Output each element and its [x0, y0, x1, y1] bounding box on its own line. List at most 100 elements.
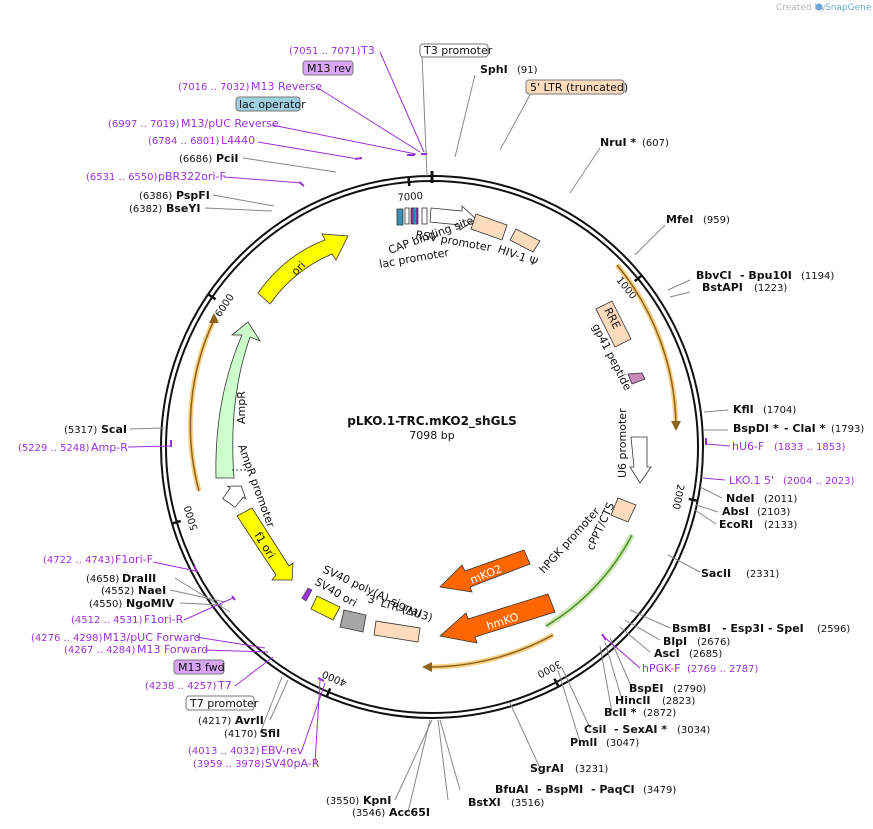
primer-ebv-rev[interactable]: (4013 .. 4032)EBV-rev: [188, 744, 304, 757]
primer-t3[interactable]: (7051 .. 7071)T3: [289, 44, 375, 57]
svg-text:MfeI: MfeI: [666, 213, 693, 226]
boxed-label-m13-rev[interactable]: M13 rev: [302, 60, 354, 76]
svg-text:(3034): (3034): [677, 725, 710, 736]
site-kfli[interactable]: KflI(1704): [733, 403, 796, 416]
tick-mark-3000: [553, 678, 560, 687]
svg-text:(2133): (2133): [764, 520, 797, 531]
svg-text:(5229 .. 5248): (5229 .. 5248): [18, 443, 90, 454]
site-bfuai[interactable]: BfuAI- BspMI- PaqCI(3479): [495, 783, 676, 796]
svg-text:NruI *: NruI *: [600, 136, 636, 149]
site-bstapi[interactable]: BstAPI(1223): [702, 281, 787, 294]
site-blpi[interactable]: BlpI(2676): [663, 635, 730, 648]
boxed-label-t3-promoter[interactable]: T3 promoter: [419, 43, 493, 58]
site-bbvci[interactable]: BbvCI- Bpu10I(1194): [696, 269, 834, 282]
cap-binding-site-box[interactable]: [396, 208, 404, 226]
hmko-arrow[interactable]: [439, 593, 556, 644]
ltr3-box[interactable]: [373, 620, 421, 643]
m13-fwd-small-box: [301, 587, 313, 602]
primer-marks: [170, 153, 707, 682]
svg-text:(5317): (5317): [64, 425, 97, 436]
site-bspei[interactable]: BspEI(2790): [629, 682, 706, 695]
boxed-label-m13-fwd[interactable]: M13 fwd: [173, 659, 225, 675]
svg-text:BfuAI: BfuAI: [495, 783, 529, 796]
site-asci[interactable]: AscI(2685): [654, 647, 722, 660]
site-absi[interactable]: AbsI(2103): [722, 505, 790, 518]
mko2-arrow[interactable]: [439, 549, 531, 593]
site-draiii[interactable]: (4658)DraIII: [86, 572, 156, 585]
f1-ori-arrow[interactable]: [236, 507, 294, 581]
site-sacii[interactable]: SacII(2331): [701, 567, 779, 580]
svg-text:(91): (91): [517, 65, 538, 76]
svg-text:(3546): (3546): [352, 808, 385, 819]
t3-promoter-box[interactable]: [421, 207, 428, 225]
hiv1-psi-box[interactable]: [509, 228, 541, 253]
primer-m13-puc-forward[interactable]: (4276 .. 4298)M13/pUC Forward: [31, 631, 201, 644]
plasmid-length: 7098 bp: [409, 429, 454, 442]
svg-text:(3959 .. 3978): (3959 .. 3978): [193, 759, 265, 770]
primer-m13-forward[interactable]: (4267 .. 4284)M13 Forward: [64, 643, 208, 656]
primer-f1ori-r[interactable]: (4512 .. 4531)F1ori-R: [71, 613, 184, 626]
boxed-label-5ltr[interactable]: 5' LTR (truncated): [525, 79, 628, 95]
rre-box[interactable]: [595, 300, 632, 348]
ori-arrow[interactable]: [257, 233, 349, 305]
u6-promoter-arrow[interactable]: [629, 436, 652, 484]
primer-hu6-f[interactable]: hU6-F(1833 .. 1853): [732, 440, 846, 453]
svg-text:(4170): (4170): [224, 729, 257, 740]
site-bsmbi[interactable]: BsmBI- Esp3I- SpeI(2596): [672, 622, 850, 635]
site-bseyi[interactable]: (6382)BseYI: [129, 202, 200, 215]
primer-pbr322ori-f[interactable]: (6531 .. 6550)pBR322ori-F: [86, 170, 226, 183]
svg-text:M13 Reverse: M13 Reverse: [251, 80, 322, 93]
site-sfii[interactable]: (4170)SfiI: [224, 727, 280, 740]
site-csii[interactable]: CsiI- SexAI *(3034): [584, 723, 710, 736]
primer-amp-r[interactable]: (5229 .. 5248)Amp-R: [18, 441, 128, 454]
site-bcli[interactable]: BclI *(2872): [604, 706, 676, 719]
primer-m13-reverse[interactable]: (7016 .. 7032)M13 Reverse: [178, 80, 322, 93]
site-avrii[interactable]: (4217)AvrII: [198, 714, 264, 727]
sv40-ori-box[interactable]: [310, 595, 341, 621]
lac-promoter-box[interactable]: [404, 207, 410, 225]
site-pspfi[interactable]: (6386)PspFI: [139, 189, 210, 202]
site-mfei[interactable]: MfeI(959): [666, 213, 730, 226]
watermark-brand[interactable]: SnapGene: [825, 3, 872, 13]
site-pcii[interactable]: (6686)PciI: [179, 152, 238, 165]
primer-m13-puc-reverse[interactable]: (6997 .. 7019)M13/pUC Reverse: [108, 117, 279, 130]
svg-text:L4440: L4440: [221, 134, 255, 147]
site-pmli[interactable]: PmlI(3047): [570, 736, 639, 749]
boxed-label-t7-promoter[interactable]: T7 promoter: [185, 695, 259, 711]
site-ngomiv[interactable]: (4550)NgoMIV: [89, 597, 175, 610]
ampr-promoter-arrow[interactable]: [220, 480, 250, 510]
site-nrui[interactable]: NruI *(607): [600, 136, 669, 149]
primer-sv40pa-r[interactable]: (3959 .. 3978)SV40pA-R: [193, 757, 320, 770]
primer-hpgk-f[interactable]: hPGK-F(2769 .. 2787): [642, 662, 759, 675]
cppt-cts-box[interactable]: [610, 497, 637, 523]
primer-f1ori-f[interactable]: (4722 .. 4743)F1ori-F: [43, 553, 153, 566]
snapgene-logo-icon: [815, 3, 823, 11]
boxed-label-lac-operator[interactable]: lac operator: [235, 96, 306, 112]
ltr5-box[interactable]: [470, 213, 508, 241]
sv40-polya-box[interactable]: [339, 609, 367, 633]
site-ndei[interactable]: NdeI(2011): [726, 492, 797, 505]
primer-lko1-5[interactable]: LKO.1 5'(2004 .. 2023): [729, 474, 855, 487]
primer-l4440[interactable]: (6784 .. 6801)L4440: [148, 134, 255, 147]
svg-text:(4512 .. 4531): (4512 .. 4531): [71, 615, 143, 626]
ampr-arrow[interactable]: [215, 321, 261, 479]
svg-text:(6382): (6382): [129, 204, 162, 215]
site-ecori[interactable]: EcoRI(2133): [719, 518, 797, 531]
primer-t7[interactable]: (4238 .. 4257)T7: [145, 679, 232, 692]
svg-text:lac operator: lac operator: [239, 98, 306, 111]
svg-text:M13/pUC Reverse: M13/pUC Reverse: [181, 117, 279, 130]
site-acc65i[interactable]: (3546)Acc65I: [352, 806, 430, 819]
site-bspdi[interactable]: BspDI *- ClaI *(1793): [733, 422, 864, 435]
rsv-promoter-arrow[interactable]: [429, 205, 477, 231]
tick-mark-6000: [208, 293, 217, 301]
site-naei[interactable]: (4552)NaeI: [101, 584, 166, 597]
site-bstxi[interactable]: BstXI(3516): [468, 796, 544, 809]
site-kpni[interactable]: (3550)KpnI: [326, 794, 391, 807]
site-sgrai[interactable]: SgrAI(3231): [530, 762, 608, 775]
svg-text:- PaqCI: - PaqCI: [591, 783, 635, 796]
gp41-peptide-arrow[interactable]: [627, 372, 646, 385]
site-scai[interactable]: (5317)ScaI: [64, 423, 127, 436]
site-hincii[interactable]: HincII(2823): [615, 694, 695, 707]
svg-text:BstAPI: BstAPI: [702, 281, 743, 294]
site-sphi[interactable]: SphI(91): [480, 63, 538, 76]
